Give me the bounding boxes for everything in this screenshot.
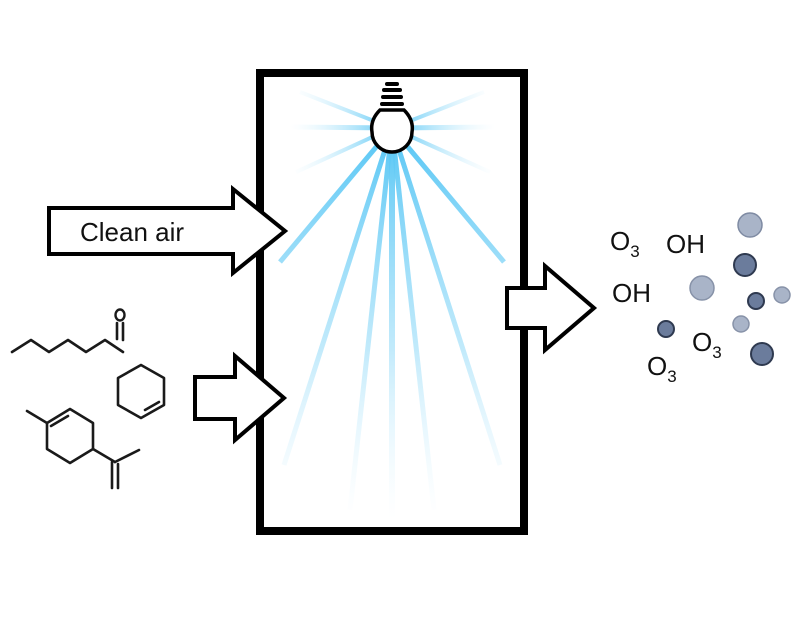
particle [747, 292, 765, 310]
light-bulb-icon [369, 82, 415, 154]
outlet-arrow [505, 261, 598, 355]
light-rays [278, 90, 506, 520]
particles [657, 212, 791, 366]
species-o3-label: O3 [692, 327, 722, 362]
particle [773, 286, 791, 304]
species-o3-label: O3 [610, 226, 640, 261]
particle [737, 212, 763, 238]
oxidant-species: O3 OH OH O3 O3 [610, 226, 722, 386]
species-o3-label: O3 [647, 351, 677, 386]
species-oh-label: OH [666, 229, 705, 259]
particle [657, 320, 675, 338]
particle [750, 342, 774, 366]
limonene-structure [25, 407, 141, 490]
clean-air-arrow: Clean air [47, 184, 289, 278]
voc-inlet-arrow [193, 351, 288, 445]
hexanal-structure [10, 308, 126, 354]
species-oh-label: OH [612, 278, 651, 308]
clean-air-label: Clean air [80, 217, 184, 247]
particle [689, 275, 715, 301]
cyclohexene-structure [116, 363, 166, 420]
particle [732, 315, 750, 333]
particle [733, 253, 757, 277]
